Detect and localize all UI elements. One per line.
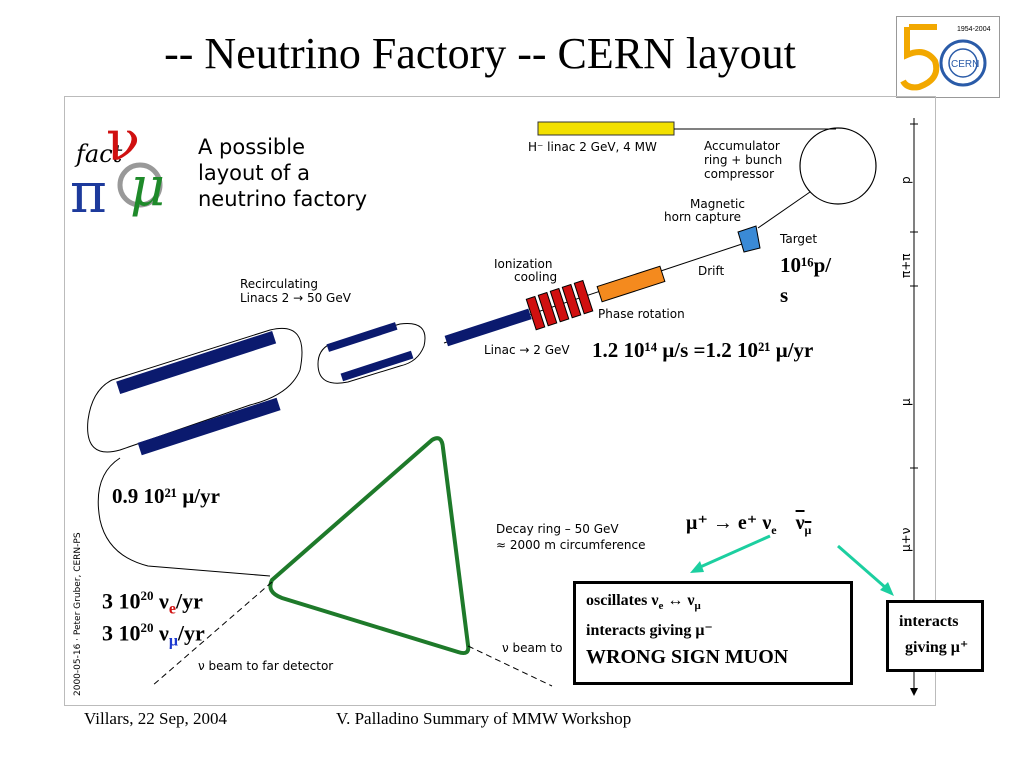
svg-text:ring + bunch: ring + bunch [704, 153, 782, 167]
accumulator-label: Accumulator ring + bunch compressor [704, 139, 782, 181]
svg-text:compressor: compressor [704, 167, 774, 181]
accumulator-ring [799, 127, 877, 205]
h-minus-linac [537, 121, 675, 136]
anti-numu: νμ [795, 512, 812, 537]
mu-logo-glyph: μ [130, 155, 165, 218]
svg-text:horn capture: horn capture [664, 210, 741, 224]
svg-text:Decay ring – 50 GeV: Decay ring – 50 GeV [496, 522, 619, 536]
box-line-3: WRONG SIGN MUON [586, 646, 789, 669]
svg-text:Accumulator: Accumulator [704, 139, 780, 153]
logo-cern-text: CERN [951, 59, 979, 70]
svg-text:p: p [899, 176, 913, 184]
logo-years: 1954-2004 [957, 26, 991, 33]
diagram-heading: A possible layout of a neutrino factory [198, 135, 367, 211]
pi-logo-glyph: π [70, 161, 107, 226]
decay-equation: μ⁺ → e⁺ νe νμ [686, 512, 812, 537]
svg-text:Ionization: Ionization [494, 257, 552, 271]
box-line-1: oscillates νe ↔ νμ [586, 592, 701, 613]
wrong-sign-muon-box: oscillates νe ↔ νμ interacts giving μ⁻ W… [573, 581, 853, 685]
muon-rate-annotation: 1.2 10¹⁴ μ/s =1.2 10²¹ μ/yr [592, 338, 814, 362]
svg-text:cooling: cooling [514, 270, 557, 284]
box-line-2: interacts giving μ⁻ [586, 622, 713, 640]
phase-rotation-block [596, 265, 666, 303]
svg-text:≈ 2000 m circumference: ≈ 2000 m circumference [496, 538, 645, 552]
horn-capture [737, 225, 761, 253]
beam-far-label: ν beam to far detector [198, 659, 333, 673]
heading-line-2: layout of a [198, 161, 310, 185]
linac-2gev [444, 308, 532, 347]
cern-50-logo: 1954-2004 CERN [896, 16, 1000, 98]
slide-title: -- Neutrino Factory -- CERN layout [164, 29, 796, 78]
ionization-label: Ionization cooling [494, 257, 557, 284]
interacts-box: interacts giving μ⁺ [886, 600, 984, 672]
scale-labels: p π+π μ μ+ν [899, 176, 913, 552]
svg-text:Magnetic: Magnetic [690, 197, 745, 211]
beam-to-label: ν beam to [502, 641, 562, 655]
svg-text:Linacs 2 → 50 GeV: Linacs 2 → 50 GeV [240, 291, 352, 305]
nu-logo-glyph: ν [106, 109, 140, 174]
heading-line-1: A possible [198, 135, 305, 159]
footer-left: Villars, 22 Sep, 2004 [84, 709, 227, 728]
svg-text:π+π: π+π [899, 253, 913, 278]
linac-label: H⁻ linac 2 GeV, 4 MW [528, 140, 657, 154]
numu-yr-annotation: 3 1020 νμ/yr [102, 620, 205, 650]
nue-yr-annotation: 3 1020 νe/yr [102, 588, 203, 618]
ionization-cooling [525, 279, 594, 331]
interacts-line-1: interacts [899, 613, 959, 630]
rate-p-annotation: 10¹⁶p/ s [780, 253, 832, 307]
mu-yr-annotation: 0.9 10²¹ μ/yr [112, 484, 220, 508]
svg-text:Recirculating: Recirculating [240, 277, 318, 291]
linac2-label: Linac → 2 GeV [484, 343, 570, 357]
fact-logo: fact ν π μ [70, 109, 165, 226]
diagram-frame [64, 96, 936, 706]
phase-rotation-label: Phase rotation [598, 307, 685, 321]
recirculating-linacs [87, 322, 426, 456]
arrow-to-wrong-sign [697, 534, 771, 570]
credit-text: 2000-05-16 · Peter Gruber, CERN-PS [73, 532, 83, 696]
fact-text: fact [74, 140, 123, 168]
svg-text:μ+ν: μ+ν [899, 527, 913, 552]
heading-line-3: neutrino factory [198, 187, 367, 211]
arrow-to-interacts [837, 544, 887, 590]
recirc-label: Recirculating Linacs 2 → 50 GeV [240, 277, 352, 305]
interacts-line-2: giving μ⁺ [905, 639, 969, 656]
footer-center: V. Palladino Summary of MMW Workshop [336, 709, 632, 728]
decay-ring [268, 436, 471, 656]
decay-ring-label: Decay ring – 50 GeV ≈ 2000 m circumferen… [496, 522, 645, 552]
target-label: Target [779, 232, 817, 246]
magnetic-horn-label: Magnetic horn capture [664, 197, 745, 224]
drift-label: Drift [698, 264, 725, 278]
svg-text:μ: μ [899, 398, 913, 406]
